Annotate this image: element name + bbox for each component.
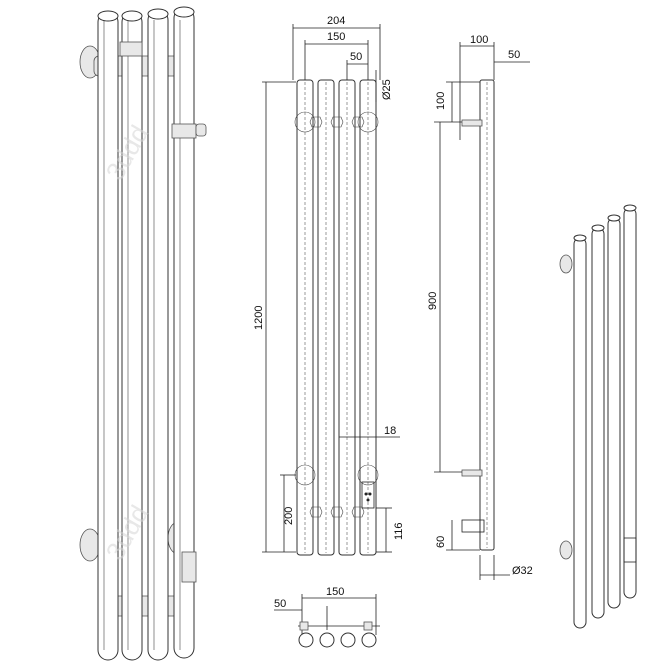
tube-3	[147, 9, 169, 661]
dim-bottom-offset: 116	[393, 522, 405, 540]
side-bracket-top	[461, 119, 483, 127]
side-view: 100 50 100 900 60 Ø32	[427, 34, 533, 580]
dim-mount-spacing: 900	[427, 292, 439, 310]
clamp-top	[119, 41, 143, 57]
dim-side-offset: 50	[508, 49, 520, 61]
iso-tube-4	[623, 207, 637, 599]
dim-height: 1200	[253, 306, 265, 330]
dim-top-offset: 50	[274, 598, 286, 610]
top-view: 50 150	[274, 586, 380, 648]
dim-bottom-block: 60	[435, 536, 447, 548]
render-3d-iso	[559, 204, 637, 629]
control-box	[181, 551, 197, 583]
dim-front-total-width: 204	[327, 15, 345, 27]
side-bracket-bottom	[461, 469, 483, 477]
top-tube-1	[298, 632, 314, 648]
dim-pipe-diameter: Ø25	[381, 79, 393, 100]
dim-side-top: 100	[435, 92, 447, 110]
dim-pipe-outer: Ø32	[512, 565, 533, 577]
clamp-switch	[171, 123, 197, 139]
dim-front-inner-width: 150	[327, 31, 345, 43]
wall-mount-bottom	[79, 528, 101, 562]
dim-top-width: 150	[326, 586, 344, 598]
iso-tube-1	[573, 237, 587, 629]
iso-mount-top	[559, 254, 573, 274]
switch-knob	[195, 123, 207, 137]
dim-side-depth: 100	[470, 34, 488, 46]
iso-control-box	[623, 537, 637, 563]
front-view: 204 150 50 Ø25 1200 200 18 116	[253, 15, 405, 556]
dim-pitch-small: 18	[384, 425, 396, 437]
iso-mount-bottom	[559, 540, 573, 560]
side-control-box	[461, 519, 485, 533]
tube-1	[97, 11, 119, 661]
top-tube-2	[319, 632, 335, 648]
iso-tube-3	[607, 217, 621, 609]
dim-front-pitch: 50	[350, 51, 362, 63]
iso-tube-2	[591, 227, 605, 619]
top-tube-4	[361, 632, 377, 648]
render-3d-front: 3ddd 3ddd	[79, 6, 207, 661]
top-tube-3	[340, 632, 356, 648]
dim-bottom-mount: 200	[283, 507, 295, 525]
front-control-box	[361, 481, 375, 509]
